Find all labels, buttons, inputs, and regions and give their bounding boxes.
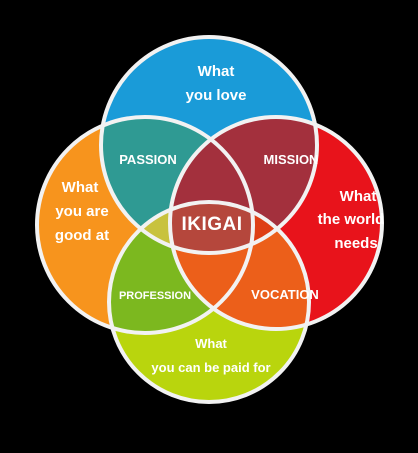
mission-label: MISSION — [264, 152, 319, 167]
right-circle-line3: needs — [334, 235, 377, 252]
ikigai-center-label: IKIGAI — [181, 214, 242, 235]
bottom-circle-line1: What — [195, 336, 227, 351]
vocation-label: VOCATION — [251, 287, 319, 302]
right-circle-line2: the world — [318, 211, 385, 228]
left-circle-line2: you are — [55, 203, 108, 220]
bottom-circle-line2: you can be paid for — [151, 360, 270, 375]
top-circle-line2: you love — [186, 87, 247, 104]
left-circle-line1: What — [62, 179, 99, 196]
right-circle-line1: What — [340, 188, 377, 205]
vocation-region — [170, 202, 309, 329]
circle-outlines — [35, 35, 384, 404]
passion-label: PASSION — [119, 152, 177, 167]
left-circle-line3: good at — [55, 227, 109, 244]
profession-label: PROFESSION — [119, 290, 191, 302]
mission-region — [170, 117, 317, 253]
top-circle-line1: What — [198, 63, 235, 80]
